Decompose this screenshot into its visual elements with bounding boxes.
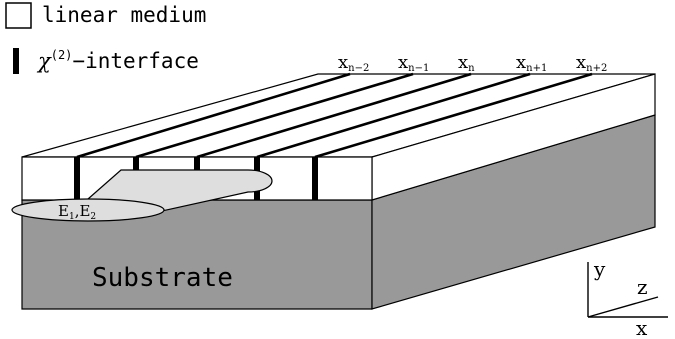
- interface-stripe-top-3: [196, 72, 472, 159]
- z-axis: [587, 296, 659, 318]
- substrate-label: Substrate: [92, 263, 233, 293]
- interface-stripe-top-4: [256, 72, 531, 159]
- coordinate-axes: y z x: [587, 257, 668, 339]
- interface-bar-front-5: [312, 157, 318, 200]
- position-label-n+1: xn+1: [516, 52, 547, 74]
- position-labels: xn−2 xn−1 xn xn+1 xn+2: [338, 52, 607, 74]
- guided-beam: E1,E2: [11, 169, 273, 222]
- position-label-n+2: xn+2: [576, 52, 607, 74]
- position-label-n-1: xn−1: [398, 52, 429, 74]
- legend-interface-label: χ(2)−interface: [36, 48, 199, 73]
- legend-linear-medium-label: linear medium: [42, 3, 206, 27]
- z-axis-label: z: [637, 275, 648, 299]
- legend: linear medium χ(2)−interface: [5, 2, 206, 74]
- interface-bar-front-1: [74, 157, 80, 200]
- substrate-block: [21, 114, 656, 310]
- interface-stripe-top-1: [76, 72, 351, 159]
- position-label-n: xn: [458, 52, 475, 74]
- legend-interface-swatch: [13, 48, 19, 74]
- interface-stripe-top-2: [135, 72, 414, 159]
- beam-label: E1,E2: [58, 202, 96, 222]
- beam-front-ellipse: [11, 198, 165, 222]
- y-axis-label: y: [593, 257, 606, 281]
- legend-linear-medium-swatch: [5, 2, 32, 29]
- x-axis-label: x: [636, 316, 648, 339]
- interface-stripe-top-5: [314, 72, 593, 159]
- position-label-n-2: xn−2: [338, 52, 369, 74]
